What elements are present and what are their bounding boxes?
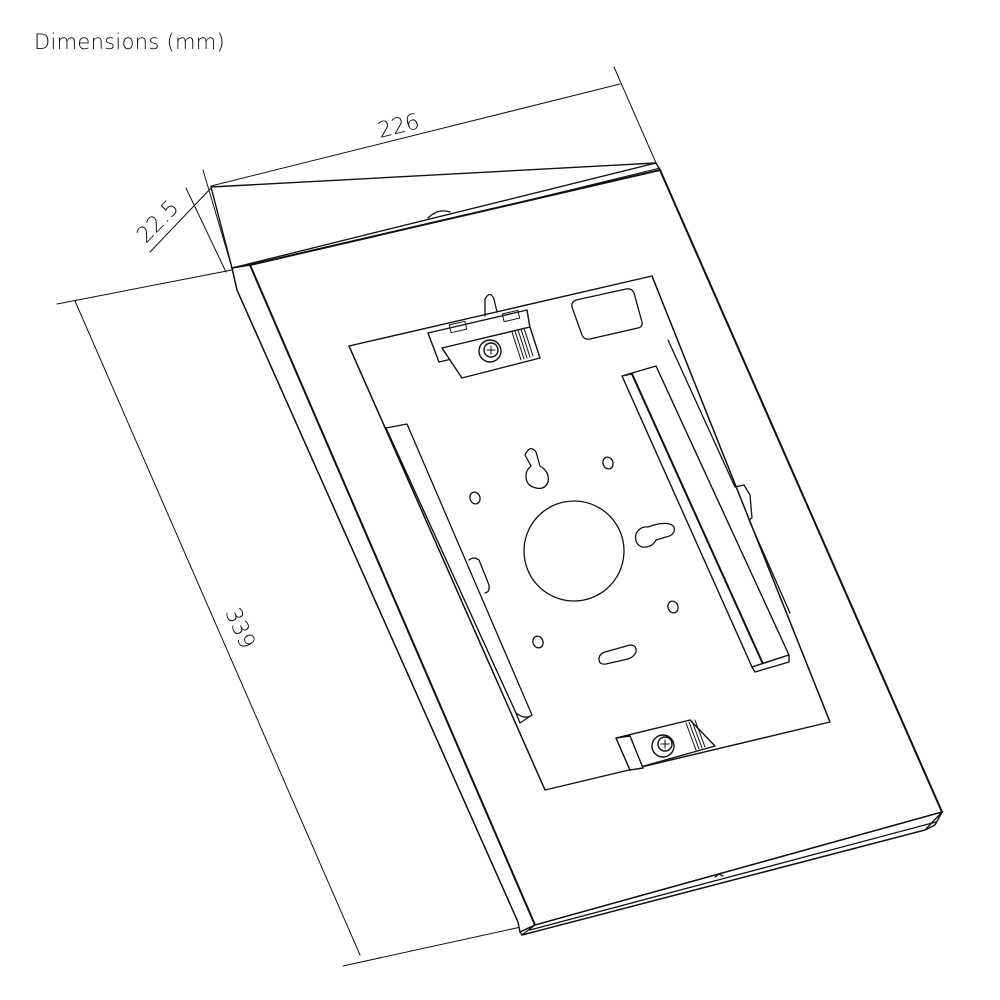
mounting-holes (469, 448, 679, 665)
dimension-height: 339 (56, 269, 531, 967)
keyhole-slot-top (524, 448, 549, 490)
page-title: Dimensions (mm) (34, 30, 226, 54)
dimension-width-label: 226 (375, 109, 422, 143)
top-clamp-screw-icon (478, 339, 502, 363)
clamp-teeth (685, 719, 706, 751)
horizontal-slot (598, 644, 637, 665)
cable-hole (523, 500, 625, 602)
right-rail (621, 339, 791, 673)
dimension-depth-label: 22.5 (132, 196, 184, 249)
camera-window (571, 288, 643, 340)
left-rail (385, 423, 533, 724)
clamp-teeth (511, 327, 534, 361)
bottom-clamp-screw-icon (651, 734, 675, 758)
inner-cavity (348, 275, 831, 791)
keyhole-slot-right (634, 522, 675, 548)
